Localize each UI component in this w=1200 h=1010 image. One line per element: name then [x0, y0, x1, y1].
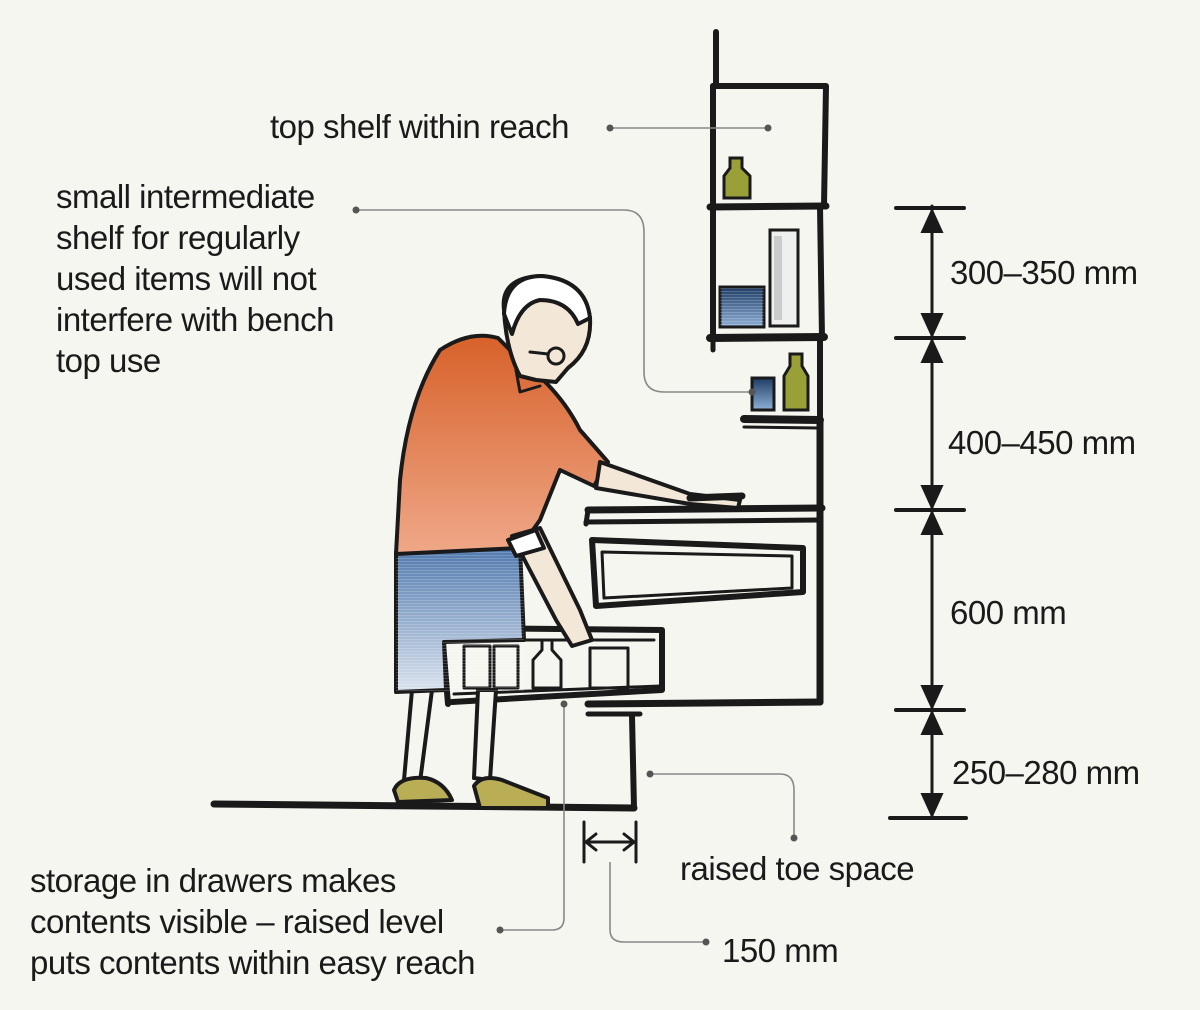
- leader-lines: [356, 127, 795, 943]
- dimension-label-shelf-to-bench: 400–450 mm: [948, 424, 1136, 461]
- toe-depth-dimension: [582, 820, 638, 864]
- bench-cabinet: [210, 416, 826, 812]
- small-jar-icon: [750, 376, 776, 412]
- drawers-label: storage in drawers makes contents visibl…: [30, 860, 475, 983]
- toe-space-label: raised toe space: [680, 850, 915, 887]
- bottle-icon: [722, 156, 752, 200]
- intermediate-shelf-line-4: interfere with bench: [56, 301, 335, 338]
- person-figure: [392, 274, 746, 810]
- dimension-arrow: [920, 207, 944, 819]
- intermediate-shelf: [740, 335, 824, 430]
- drawers-line-1: storage in drawers makes: [30, 862, 396, 899]
- intermediate-shelf-line-2: shelf for regularly: [56, 219, 300, 256]
- bottle-icon-2: [782, 352, 810, 412]
- tall-container-icon: [768, 228, 800, 328]
- dimension-label-bench-height: 600 mm: [950, 594, 1067, 631]
- jar-icon: [718, 285, 766, 329]
- intermediate-shelf-line-3: used items will not: [56, 260, 317, 297]
- intermediate-shelf-line-1: small intermediate: [56, 178, 315, 215]
- top-shelf-label: top shelf within reach: [270, 108, 570, 145]
- toe-depth-label: 150 mm: [722, 932, 839, 969]
- leader-dots: [352, 124, 798, 946]
- intermediate-shelf-line-5: top use: [56, 342, 161, 379]
- drawers-line-2: contents visible – raised level: [30, 903, 444, 940]
- dimension-label-shelf-spacing: 300–350 mm: [950, 254, 1138, 291]
- intermediate-shelf-label: small intermediate shelf for regularly u…: [56, 176, 335, 381]
- drawers-line-3: puts contents within easy reach: [30, 944, 475, 981]
- dimension-label-toe-height: 250–280 mm: [952, 754, 1140, 791]
